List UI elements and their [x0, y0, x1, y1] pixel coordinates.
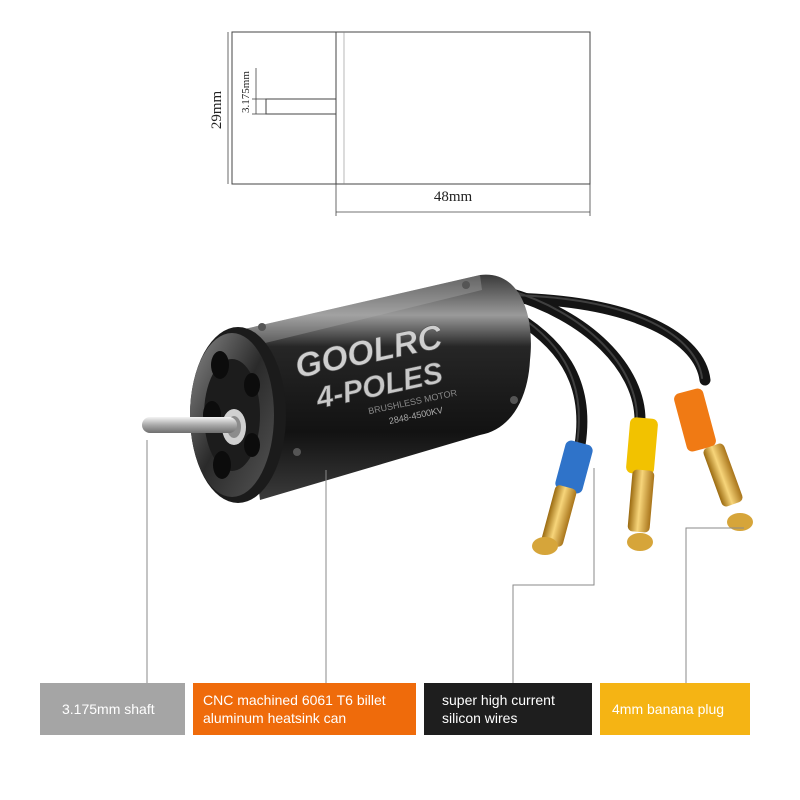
technical-drawing: 3.175mm 29mm 48mm: [209, 31, 591, 216]
motor-can: [190, 274, 531, 503]
callout-banana-plug-text: 4mm banana plug: [612, 701, 725, 717]
callout-banana-plug: 4mm banana plug: [600, 683, 750, 735]
drawing-shaft: [265, 98, 337, 115]
yellow-wire-plug: [626, 417, 658, 551]
callout-silicon-wires-text: super high current silicon wires: [442, 692, 555, 726]
callout-shaft: 3.175mm shaft: [40, 683, 185, 735]
motor-shaft: [142, 417, 237, 433]
wire-3: [499, 292, 711, 386]
callout-shaft-text: 3.175mm shaft: [62, 701, 155, 717]
drawing-body: [231, 31, 591, 185]
shaft-diameter-label: 3.175mm: [240, 71, 252, 113]
motor-illustration: GOOLRC 4-POLES BRUSHLESS MOTOR 2848-4500…: [142, 274, 753, 555]
height-label: 29mm: [209, 91, 225, 130]
callout-silicon-wires: super high current silicon wires: [424, 683, 592, 735]
length-label: 48mm: [434, 189, 473, 205]
silicon-wires: [499, 286, 711, 451]
orange-wire-plug: [674, 388, 753, 531]
callout-heatsink-can: CNC machined 6061 T6 billet aluminum hea…: [193, 683, 416, 735]
callout-heatsink-can-text: CNC machined 6061 T6 billet aluminum hea…: [203, 692, 386, 726]
blue-wire-plug: [532, 440, 593, 555]
